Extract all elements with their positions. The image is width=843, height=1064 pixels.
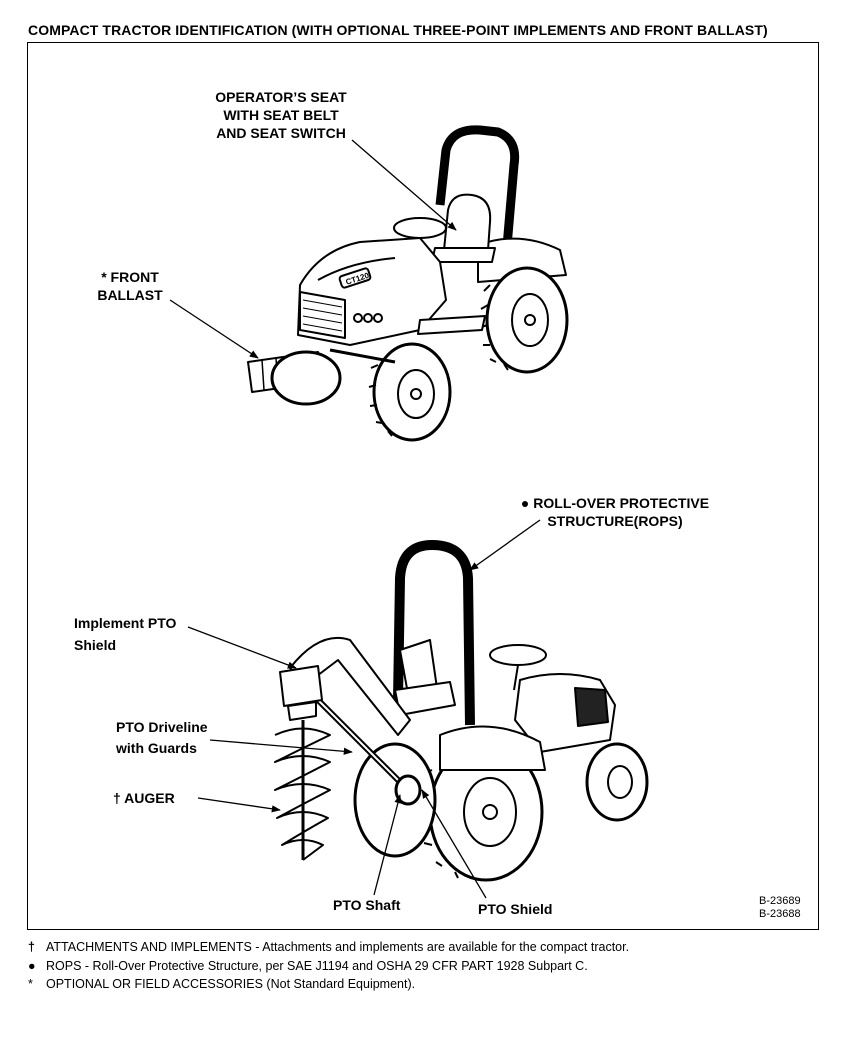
footnote-optional: * OPTIONAL OR FIELD ACCESSORIES (Not Sta… [28, 975, 629, 994]
footnote-attachments: † ATTACHMENTS AND IMPLEMENTS - Attachmen… [28, 938, 629, 957]
label-rops: ● ROLL-OVER PROTECTIVE STRUCTURE(ROPS) [510, 494, 720, 530]
leader-pto-shaft [373, 794, 402, 896]
footnote-rops: ● ROPS - Roll-Over Protective Structure,… [28, 957, 629, 976]
label-line: BALLAST [97, 287, 163, 303]
label-line: with Guards [116, 740, 197, 756]
footnote-text: ATTACHMENTS AND IMPLEMENTS - Attachments… [46, 940, 630, 954]
label-pto-shaft: PTO Shaft [333, 897, 401, 913]
label-pto-shield: PTO Shield [478, 901, 553, 917]
figure-ref-lower: B-23688 [759, 908, 801, 920]
label-line: PTO Driveline [116, 719, 208, 735]
leader-implement-pto-shield [187, 626, 297, 669]
bullet-symbol: ● [28, 958, 36, 973]
label-line: AND SEAT SWITCH [216, 125, 346, 141]
asterisk-symbol: * [28, 977, 33, 991]
leader-lines [169, 139, 541, 899]
label-front-ballast: * FRONT BALLAST [90, 268, 170, 304]
label-pto-driveline: PTO Driveline with Guards [116, 718, 208, 757]
label-line: OPERATOR’S SEAT [215, 89, 347, 105]
footnote-text: OPTIONAL OR FIELD ACCESSORIES (Not Stand… [46, 977, 416, 991]
figure-frame [27, 42, 819, 930]
upper-tractor: CT120 [247, 125, 569, 442]
label-operator-seat: OPERATOR’S SEAT WITH SEAT BELT AND SEAT … [206, 88, 356, 142]
figure-ref-upper: B-23689 [759, 895, 801, 907]
footnotes: † ATTACHMENTS AND IMPLEMENTS - Attachmen… [28, 938, 629, 994]
leader-front-ballast [169, 299, 259, 359]
label-line: ● ROLL-OVER PROTECTIVE [520, 495, 710, 511]
label-line: STRUCTURE(ROPS) [547, 513, 683, 529]
label-line: Implement PTO [74, 615, 177, 631]
leader-auger [197, 797, 281, 813]
leader-operator-seat [351, 139, 457, 231]
footnote-text: ROPS - Roll-Over Protective Structure, p… [46, 958, 588, 973]
label-line: WITH SEAT BELT [223, 107, 339, 123]
label-line: Shield [74, 637, 117, 653]
leader-pto-shield [421, 789, 487, 899]
leader-pto-driveline [209, 739, 353, 755]
lower-tractor [274, 540, 649, 882]
label-implement-pto-shield: Implement PTO Shield [74, 614, 176, 654]
dagger-symbol: † [28, 940, 35, 954]
label-auger: † AUGER [113, 790, 175, 806]
label-line: * FRONT [101, 269, 159, 285]
page-title: COMPACT TRACTOR IDENTIFICATION (WITH OPT… [28, 22, 768, 38]
leader-rops [469, 519, 541, 571]
figure-reference: B-23689 B-23688 [759, 895, 801, 921]
